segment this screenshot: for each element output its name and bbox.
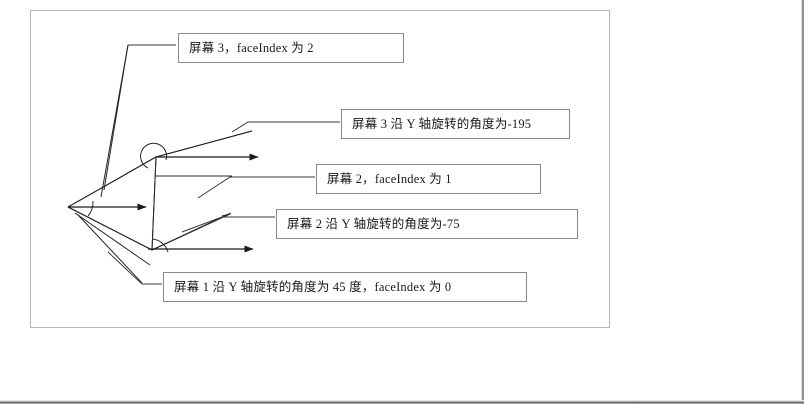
callout-text: 屏幕 3，faceIndex 为 2 <box>189 40 314 55</box>
leader-line-4 <box>181 216 275 233</box>
callout-text: 屏幕 1 沿 Y 轴旋转的角度为 45 度，faceIndex 为 0 <box>174 279 452 294</box>
callout-screen2-faceindex: 屏幕 2，faceIndex 为 1 <box>316 164 541 194</box>
leader-line-5 <box>107 251 162 285</box>
leader-line-2 <box>231 121 340 133</box>
page-edge-bottom <box>0 400 804 404</box>
fan-lower-left-edge <box>77 214 143 284</box>
page-edge-right <box>801 0 804 404</box>
callout-text: 屏幕 3 沿 Y 轴旋转的角度为-195 <box>352 116 532 131</box>
callout-text: 屏幕 2 沿 Y 轴旋转的角度为-75 <box>287 216 460 231</box>
angle-arc-top <box>140 142 168 169</box>
callout-screen2-rotation: 屏幕 2 沿 Y 轴旋转的角度为-75 <box>276 209 578 239</box>
callout-screen3-faceindex: 屏幕 3，faceIndex 为 2 <box>178 33 404 63</box>
screen-1-panel-bottom <box>74 212 151 266</box>
angle-arc-center <box>87 200 94 217</box>
leader-line-3 <box>197 176 315 199</box>
angle-arc-bottom <box>151 238 169 253</box>
fan-upper-left-edge <box>100 44 129 198</box>
fan-ridge <box>151 156 157 251</box>
callout-screen3-rotation: 屏幕 3 沿 Y 轴旋转的角度为-195 <box>341 109 570 139</box>
callout-screen1-rotation-faceindex: 屏幕 1 沿 Y 轴旋转的角度为 45 度，faceIndex 为 0 <box>163 272 527 302</box>
callout-text: 屏幕 2，faceIndex 为 1 <box>327 171 452 186</box>
